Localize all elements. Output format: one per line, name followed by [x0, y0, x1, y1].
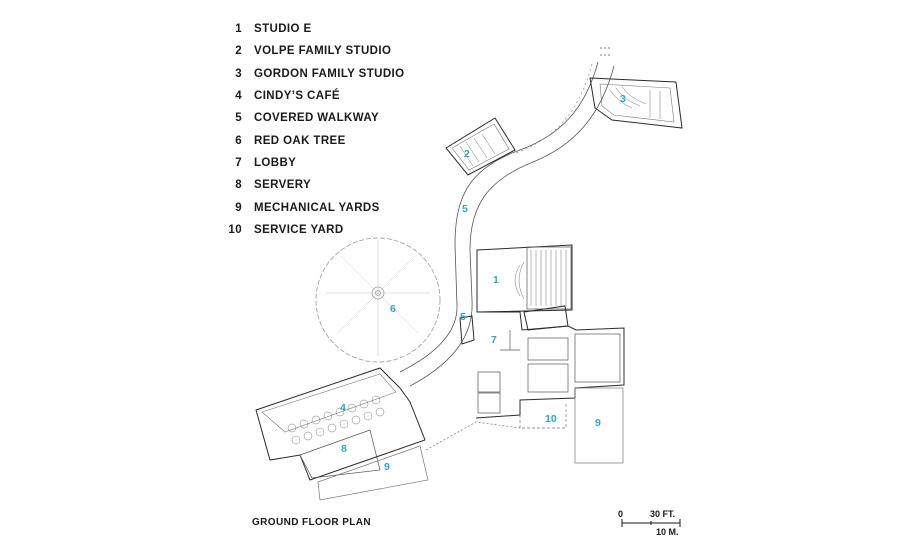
- legend-number: 10: [228, 223, 242, 236]
- covered-walkway: [399, 47, 615, 387]
- legend-label: VOLPE FAMILY STUDIO: [254, 45, 392, 58]
- gordon-studio: [589, 77, 683, 129]
- legend-number: 1: [235, 23, 242, 36]
- legend-label: COVERED WALKWAY: [254, 112, 380, 125]
- legend-item: 7 LOBBY: [224, 152, 405, 174]
- cafe-wing: [255, 367, 426, 481]
- legend-item: 10 SERVICE YARD: [224, 219, 405, 241]
- volpe-studio: [445, 117, 516, 176]
- legend-label: STUDIO E: [254, 23, 312, 36]
- legend-item: 4 CINDY’S CAFÉ: [224, 85, 405, 107]
- legend-label: SERVICE YARD: [254, 223, 344, 236]
- room-tags: 1 2 3 4 5 5 6 7 8 9 9 10: [340, 93, 626, 473]
- legend-item: 5 COVERED WALKWAY: [224, 107, 405, 129]
- tag-cafe: 4: [340, 402, 346, 414]
- legend-label: GORDON FAMILY STUDIO: [254, 67, 405, 80]
- legend-item: 9 MECHANICAL YARDS: [224, 196, 405, 218]
- legend-label: SERVERY: [254, 179, 312, 192]
- legend-number: 7: [235, 156, 242, 169]
- legend-number: 5: [235, 112, 242, 125]
- legend-number: 3: [235, 67, 242, 80]
- scale-bar: [621, 519, 681, 527]
- scale-meters: 10 M.: [656, 527, 679, 537]
- legend-item: 8 SERVERY: [224, 174, 405, 196]
- service-yard: [425, 402, 567, 451]
- legend-item: 1 STUDIO E: [224, 18, 405, 40]
- scale-zero: 0: [618, 509, 624, 519]
- tag-studio-e: 1: [493, 274, 499, 286]
- legend-number: 2: [235, 45, 242, 58]
- studio-e: [476, 244, 573, 331]
- tag-mech-yard-right: 9: [595, 417, 601, 429]
- legend-item: 6 RED OAK TREE: [224, 129, 405, 151]
- mechanical-yard-bottom: [317, 445, 429, 501]
- tag-gordon: 3: [620, 93, 626, 105]
- legend-label: RED OAK TREE: [254, 134, 346, 147]
- tag-volpe: 2: [464, 148, 470, 160]
- tag-servery: 8: [341, 443, 347, 455]
- tag-walkway-lower: 5: [460, 311, 466, 323]
- mechanical-yard-right: [574, 387, 624, 464]
- legend-label: LOBBY: [254, 156, 297, 169]
- legend-number: 8: [235, 179, 242, 192]
- legend: 1 STUDIO E 2 VOLPE FAMILY STUDIO 3 GORDON F…: [224, 18, 405, 241]
- lobby-block: [459, 311, 625, 419]
- tag-tree: 6: [390, 303, 396, 315]
- legend-label: MECHANICAL YARDS: [254, 201, 380, 214]
- legend-item: 3 GORDON FAMILY STUDIO: [224, 63, 405, 85]
- legend-number: 6: [235, 134, 242, 147]
- tag-walkway-upper: 5: [462, 203, 468, 215]
- scale-feet: 30 FT.: [650, 509, 676, 519]
- plan-title: GROUND FLOOR PLAN: [252, 517, 372, 528]
- legend-number: 9: [235, 201, 242, 214]
- legend-item: 2 VOLPE FAMILY STUDIO: [224, 40, 405, 62]
- red-oak-tree: [315, 237, 441, 363]
- legend-label: CINDY’S CAFÉ: [254, 90, 340, 103]
- tag-service-yard: 10: [545, 413, 557, 425]
- tag-mech-yard-bottom: 9: [384, 461, 390, 473]
- legend-number: 4: [235, 90, 242, 103]
- tag-lobby: 7: [491, 334, 497, 346]
